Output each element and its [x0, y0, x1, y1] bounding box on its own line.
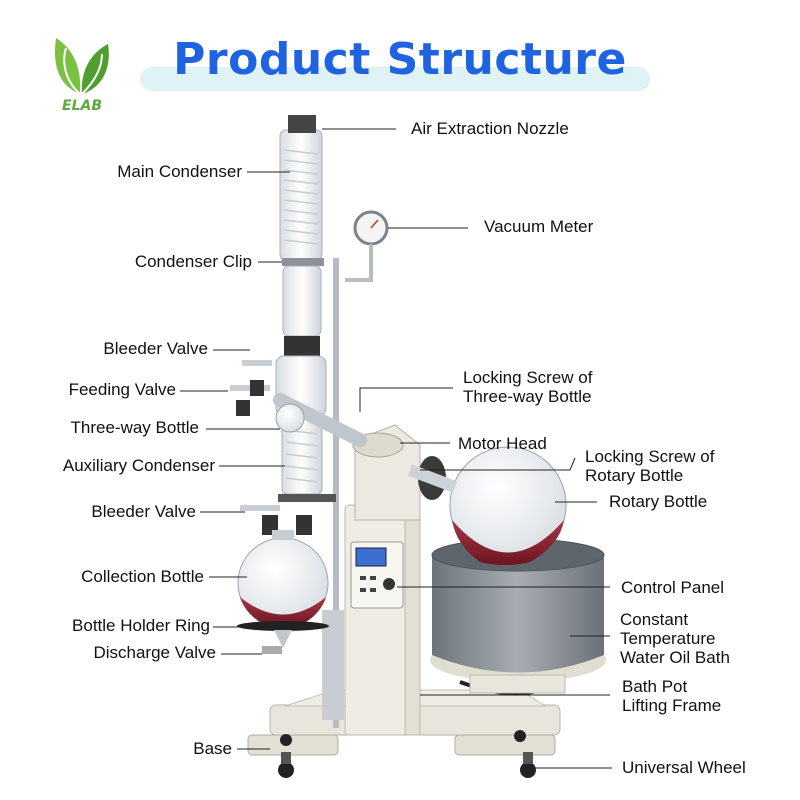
label-condenser-clip: Condenser Clip: [134, 252, 252, 271]
label-rotary-bottle: Rotary Bottle: [609, 492, 708, 511]
label-line: Temperature: [620, 629, 716, 648]
label-line: Constant: [620, 610, 689, 629]
label-universal-wheel: Universal Wheel: [622, 758, 746, 777]
label-feeding-valve: Feeding Valve: [68, 380, 176, 399]
label-discharge-valve: Discharge Valve: [93, 643, 216, 662]
title-band: [140, 67, 650, 91]
label-line: Locking Screw of: [463, 368, 593, 387]
label-three-way-bottle: Three-way Bottle: [70, 418, 200, 437]
label-bath-pot-lifting-frame: Bath Pot Lifting Frame: [622, 677, 721, 715]
label-bleeder-valve-top: Bleeder Valve: [103, 339, 208, 358]
label-control-panel: Control Panel: [621, 578, 725, 597]
logo-text: ELAB: [62, 98, 102, 114]
label-line: Bath Pot: [622, 677, 688, 696]
leaf-logo-icon: [55, 38, 109, 95]
label-base: Base: [193, 739, 232, 758]
label-line: Three-way Bottle: [463, 387, 592, 406]
label-motor-head: Motor Head: [458, 434, 547, 453]
label-water-oil-bath: Constant Temperature Water Oil Bath: [620, 610, 730, 667]
page-title: Product Structure: [173, 34, 627, 85]
label-collection-bottle: Collection Bottle: [81, 567, 204, 586]
label-vacuum-meter: Vacuum Meter: [484, 217, 594, 236]
label-auxiliary-condenser: Auxiliary Condenser: [62, 456, 215, 475]
label-line: Water Oil Bath: [620, 648, 730, 667]
label-line: Lifting Frame: [622, 696, 722, 715]
label-bleeder-valve-bottom: Bleeder Valve: [91, 502, 196, 521]
label-line: Rotary Bottle: [585, 466, 684, 485]
label-locking-screw-three-way: Locking Screw of Three-way Bottle: [463, 368, 592, 406]
label-locking-screw-rotary: Locking Screw of Rotary Bottle: [585, 447, 714, 485]
label-bottle-holder-ring: Bottle Holder Ring: [72, 616, 210, 635]
label-air-extraction-nozzle: Air Extraction Nozzle: [411, 119, 569, 138]
label-main-condenser: Main Condenser: [117, 162, 242, 181]
label-line: Locking Screw of: [585, 447, 715, 466]
